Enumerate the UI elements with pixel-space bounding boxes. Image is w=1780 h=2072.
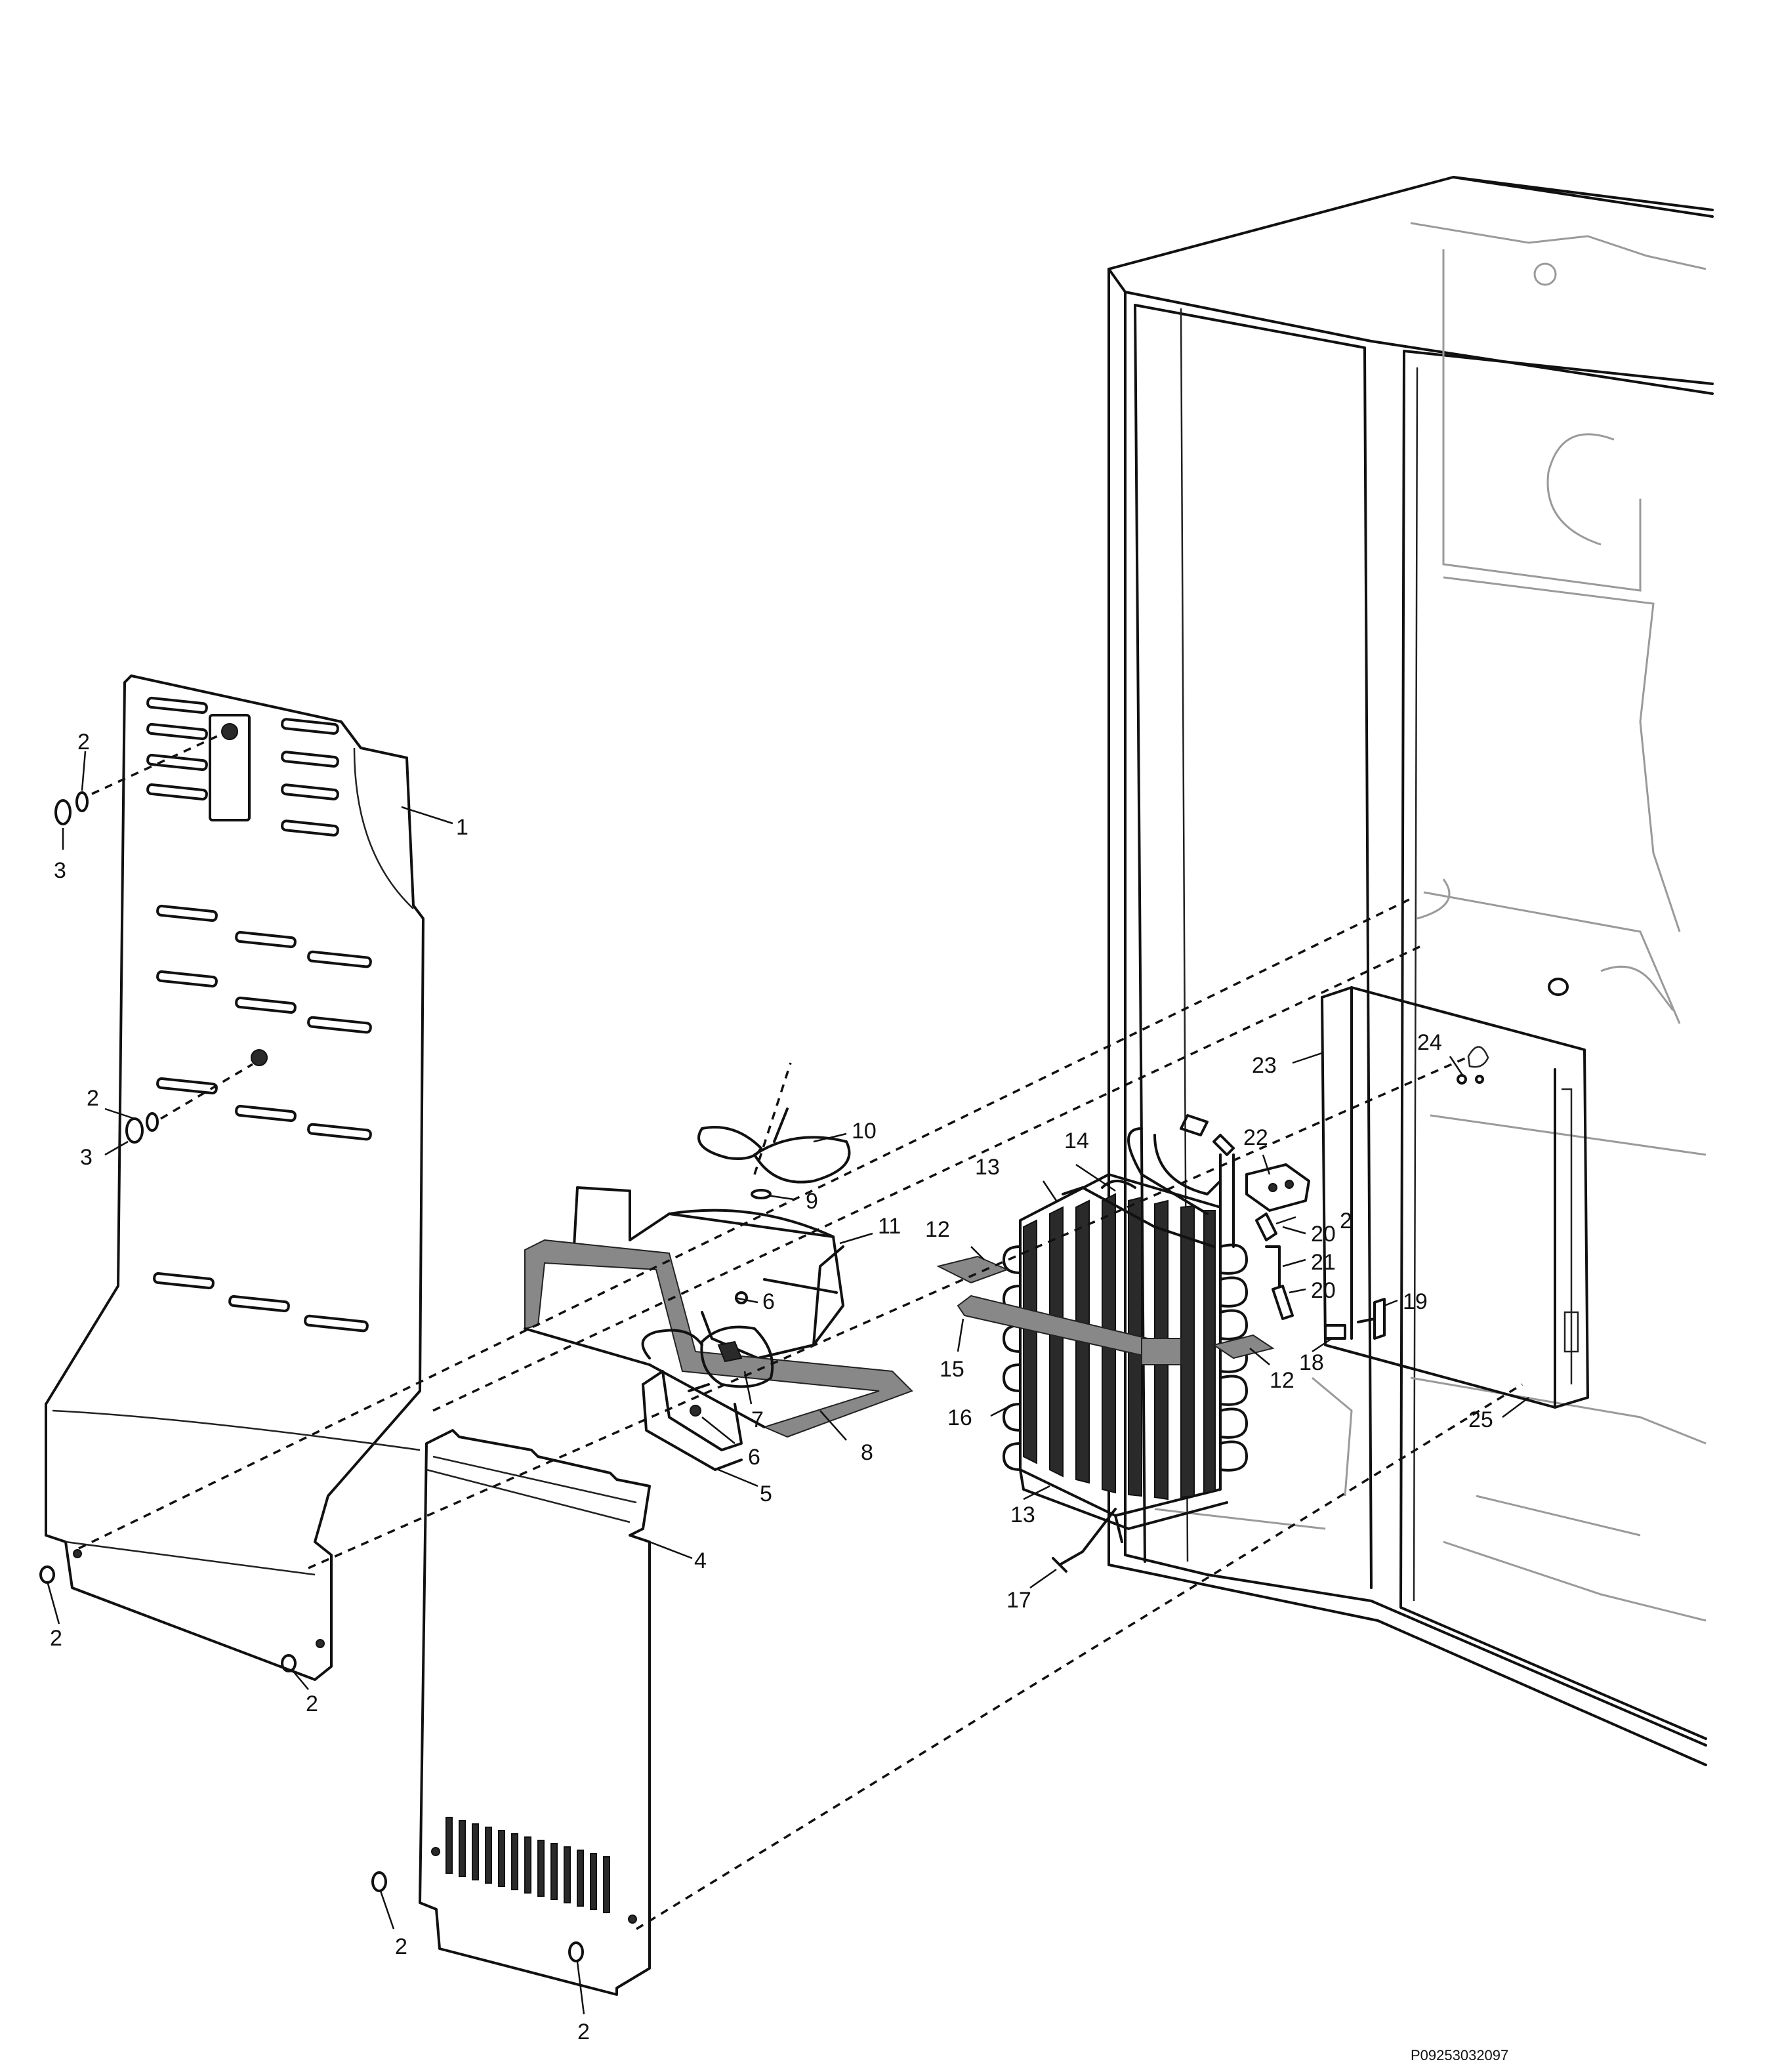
callout-2: 2 — [50, 1626, 62, 1651]
callout-13: 13 — [975, 1155, 1000, 1180]
lower-panel-vent-grille — [445, 1817, 610, 1913]
callout-8: 8 — [861, 1440, 873, 1465]
callout-10: 10 — [852, 1119, 877, 1144]
assembly-lines — [78, 732, 1523, 1930]
fan-motor-assembly — [524, 1062, 913, 1471]
leader-lines — [46, 751, 1529, 2015]
callout-2: 2 — [395, 1934, 407, 1959]
callout-2: 2 — [77, 730, 90, 755]
callout-20: 20 — [1311, 1222, 1336, 1247]
lower-panel — [419, 1429, 651, 1996]
callout-5: 5 — [760, 1481, 772, 1506]
callout-20: 20 — [1311, 1278, 1336, 1303]
callout-22: 22 — [1243, 1125, 1268, 1150]
callout-12: 12 — [1270, 1368, 1294, 1393]
callout-4: 4 — [694, 1548, 707, 1573]
callout-14: 14 — [1064, 1129, 1089, 1153]
callout-11: 11 — [878, 1214, 901, 1239]
evaporator-cover — [1321, 978, 1589, 1409]
callout-3: 3 — [80, 1145, 93, 1170]
callout-17: 17 — [1006, 1588, 1031, 1613]
callout-7: 7 — [751, 1407, 764, 1432]
callout-25: 25 — [1468, 1407, 1493, 1432]
callout-24: 24 — [1417, 1030, 1442, 1055]
callout-9: 9 — [806, 1189, 818, 1214]
callout-2: 2 — [577, 2020, 590, 2044]
callout-23: 23 — [1252, 1053, 1277, 1078]
callout-21: 21 — [1311, 1250, 1336, 1275]
callout-12: 12 — [925, 1217, 950, 1242]
refrigerator-cabinet — [1107, 176, 1714, 1766]
evaporator-assembly — [936, 1074, 1484, 1573]
callout-3: 3 — [54, 858, 66, 883]
callout-19: 19 — [1403, 1289, 1428, 1314]
callout-2: 2 — [1340, 1209, 1352, 1233]
callout-13: 13 — [1010, 1502, 1035, 1527]
callout-labels: 1 2 3 2 3 2 2 2 2 2 4 5 6 6 7 8 9 10 11 … — [50, 730, 1493, 2044]
callout-6: 6 — [762, 1289, 775, 1314]
callout-2: 2 — [306, 1691, 318, 1716]
rear-panel — [45, 674, 424, 1681]
callout-18: 18 — [1299, 1350, 1324, 1375]
diagram-code: P09253032097 — [1411, 2047, 1508, 2063]
callout-1: 1 — [456, 815, 468, 840]
callout-2: 2 — [87, 1086, 99, 1111]
callout-15: 15 — [940, 1357, 964, 1382]
callout-16: 16 — [947, 1405, 972, 1430]
callout-6: 6 — [748, 1445, 760, 1470]
